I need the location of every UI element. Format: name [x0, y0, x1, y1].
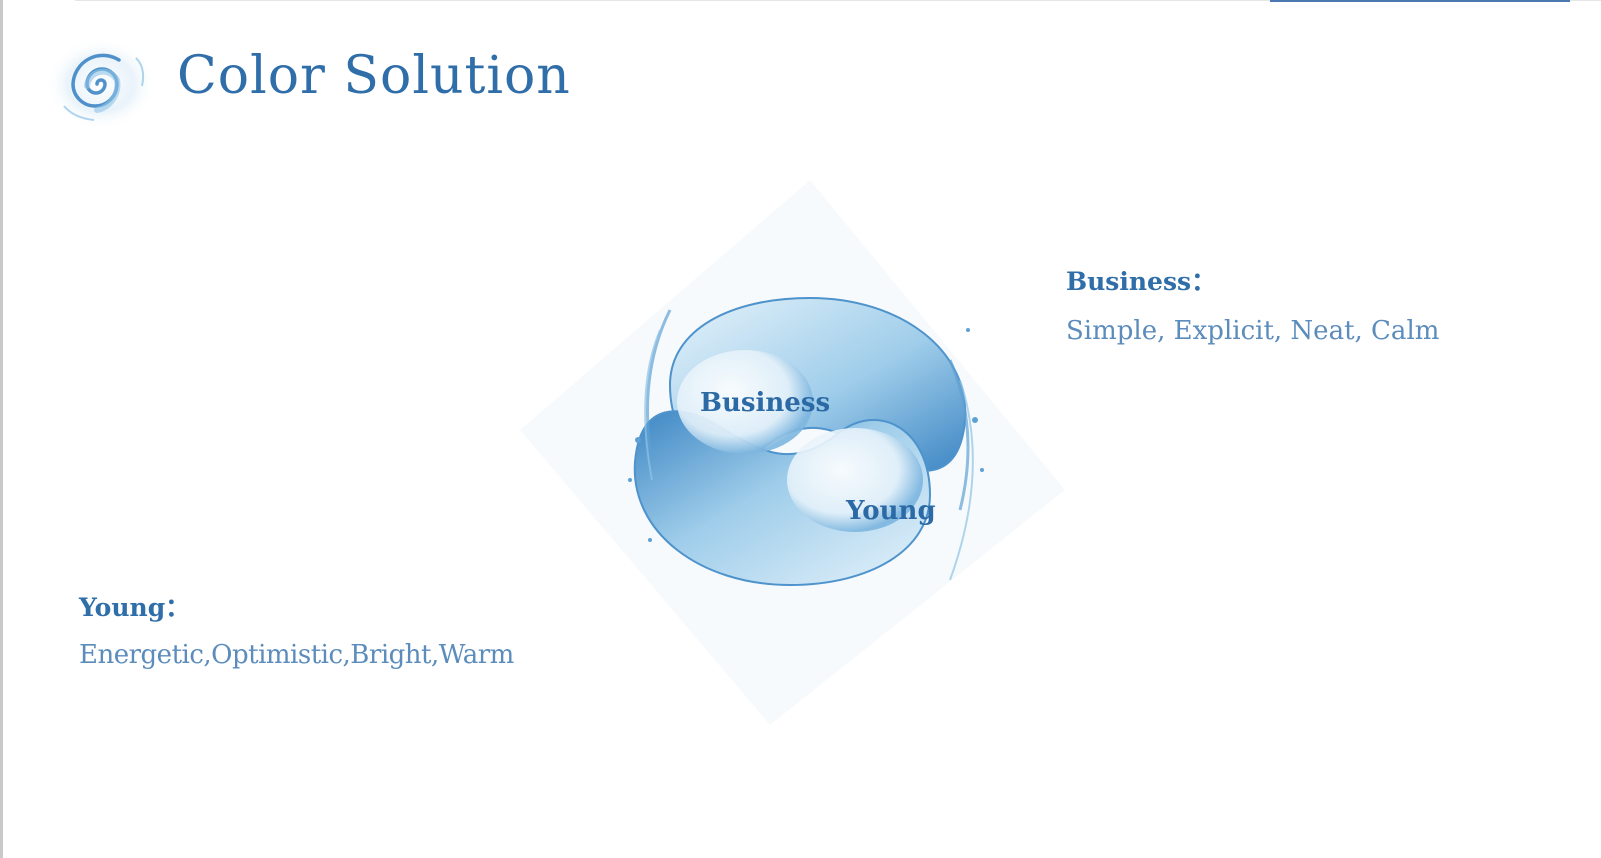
water-yin-yang-graphic: [520, 180, 1065, 725]
page-title: Color Solution: [177, 46, 571, 106]
business-description: Simple, Explicit, Neat, Calm: [1066, 316, 1440, 346]
top-accent-bar: [1270, 0, 1570, 2]
water-swirl-logo-icon: [46, 38, 156, 130]
graphic-business-label: Business: [700, 388, 831, 418]
top-border-rule: [75, 0, 1601, 1]
young-heading: Young：: [79, 593, 191, 622]
business-heading: Business：: [1066, 267, 1217, 296]
young-description: Energetic,Optimistic,Bright,Warm: [79, 640, 514, 670]
left-border-rule: [0, 0, 3, 858]
graphic-young-label: Young: [846, 496, 936, 526]
